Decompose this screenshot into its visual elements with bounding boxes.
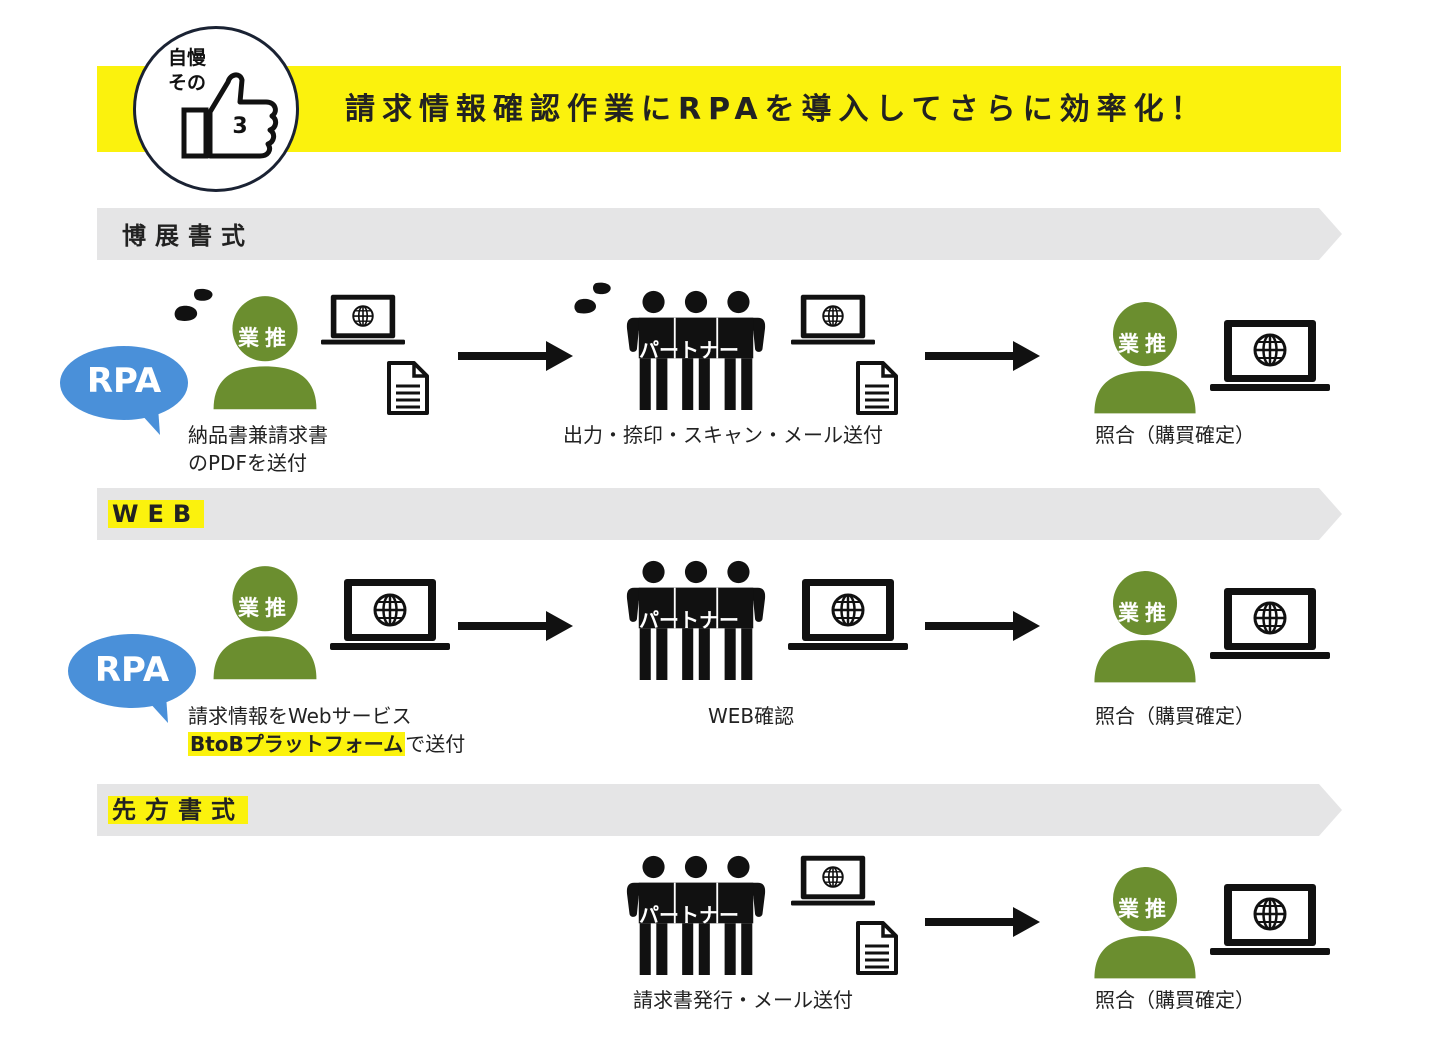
globe-icon [370,590,410,630]
sender-caption-line2-rest: で送付 [405,732,466,756]
title-banner [97,66,1341,152]
person-badge-label: 業推 [1118,897,1172,921]
globe-icon [828,590,868,630]
partner-caption: WEB確認 [708,704,795,728]
badge-label-line1: 自慢 [168,47,207,69]
arrow-right-icon [925,907,1040,937]
partner-caption: 請求書発行・メール送付 [633,988,853,1012]
receiver-caption: 照合（購買確定） [1095,423,1255,447]
section-header-bar [97,208,1342,260]
badge-label-line2: その [168,72,207,94]
document-icon [855,920,899,976]
badge-label: 自慢 その [168,46,206,96]
section-header-bar [97,488,1342,540]
speech-bubble-icon [68,634,196,723]
receiver-caption: 照合（購買確定） [1095,988,1255,1012]
person-badge-label: 業推 [1118,332,1172,356]
person-badge-label: 業推 [238,326,292,350]
section-label-senpo-text: 先方書式 [108,796,248,824]
badge-number: 3 [232,114,248,139]
person-badge-label: 業推 [238,596,292,620]
sweat-drop-icon [570,280,616,324]
partner-label: パートナー [639,608,739,632]
rpa-label: RPA [86,361,162,401]
sender-caption-line1: 納品書兼請求書 [188,423,328,447]
sender-caption-line2: BtoBプラットフォームで送付 [188,730,465,758]
sender-caption-line2: のPDFを送付 [188,451,307,475]
section-label-senpo: 先方書式 [108,795,248,825]
section-label-web-text: WEB [108,500,205,528]
person-badge-label: 業推 [1118,601,1172,625]
section-label-hakuten: 博展書式 [122,222,254,250]
platform-name-highlight: BtoBプラットフォーム [188,732,406,756]
globe-icon [820,303,846,329]
partner-label: パートナー [639,903,739,927]
globe-icon [1250,894,1290,934]
thumbs-up-icon [181,72,279,159]
partner-caption: 出力・捺印・スキャン・メール送付 [563,423,883,447]
document-icon [855,360,899,416]
globe-icon [1250,598,1290,638]
arrow-right-icon [925,341,1040,371]
section-label-web: WEB [108,499,205,529]
globe-icon [1250,330,1290,370]
receiver-caption: 照合（購買確定） [1095,704,1255,728]
partner-label: パートナー [639,338,739,362]
rpa-label: RPA [94,650,170,690]
arrow-right-icon [458,611,573,641]
sender-caption-line1: 請求情報をWebサービス [188,704,412,728]
arrow-right-icon [458,341,573,371]
globe-icon [820,864,846,890]
section-header-bar [97,784,1342,836]
arrow-right-icon [925,611,1040,641]
speech-bubble-icon [60,346,188,435]
sender-caption: 請求情報をWebサービス BtoBプラットフォームで送付 [188,702,465,758]
page-title: 請求情報確認作業にRPAを導入してさらに効率化！ [345,92,1208,127]
sender-caption: 納品書兼請求書 のPDFを送付 [188,421,328,477]
globe-icon [350,303,376,329]
document-icon [386,360,430,416]
